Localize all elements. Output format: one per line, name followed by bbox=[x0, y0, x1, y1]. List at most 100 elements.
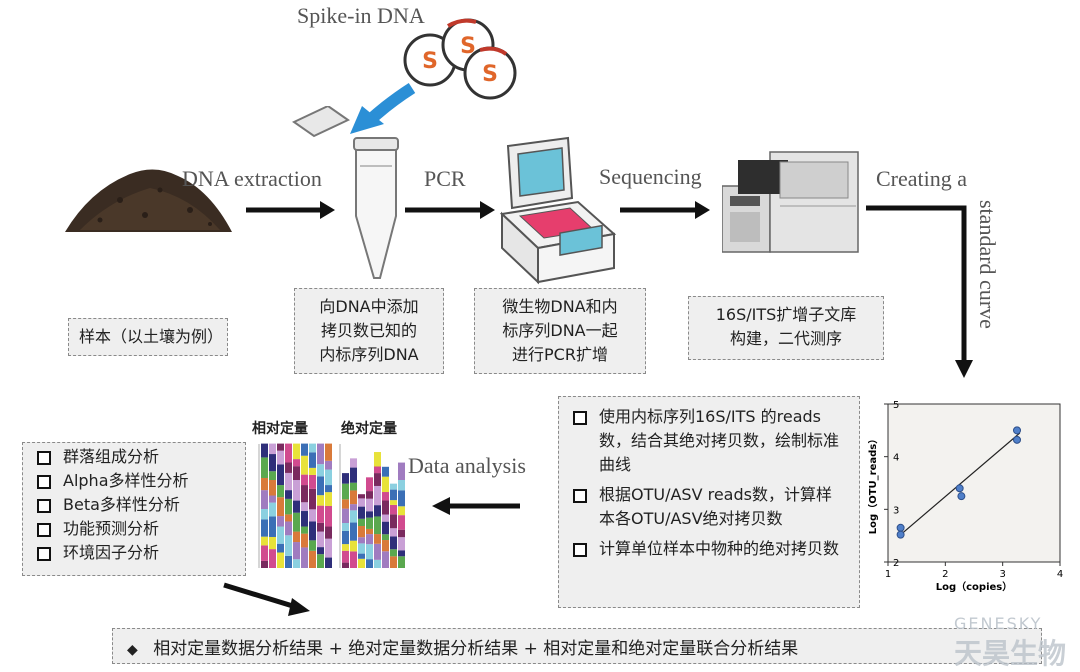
sequencer-icon bbox=[722, 151, 859, 253]
thumbnail-bar-segment bbox=[269, 502, 276, 517]
thumbnail-bar-segment bbox=[398, 556, 405, 568]
thumbnail-bar-segment bbox=[325, 557, 332, 568]
thumbnail-bar-segment bbox=[269, 536, 276, 550]
pcr-line-1: 微生物DNA和内 bbox=[502, 297, 618, 316]
relative-quant-title: 相对定量 bbox=[252, 421, 308, 437]
thumbnail-bar-segment bbox=[342, 499, 349, 509]
thumbnail-bar-segment bbox=[382, 476, 389, 493]
thumbnail-bar-segment bbox=[301, 547, 308, 568]
thumbnail-bar-segment bbox=[293, 443, 300, 460]
thumbnail-bar-segment bbox=[277, 464, 284, 486]
thumbnail-bar-segment bbox=[261, 536, 268, 546]
pcr-box: 微生物DNA和内 标序列DNA一起 进行PCR扩增 bbox=[474, 288, 646, 374]
x-tick-label: 4 bbox=[1057, 569, 1063, 580]
thumbnail-bar-segment bbox=[366, 491, 373, 499]
analysis-item: 功能预测分析 bbox=[33, 517, 235, 541]
thumbnail-bar-segment bbox=[261, 443, 268, 458]
sample-text: 样本（以土壤为例） bbox=[79, 327, 224, 346]
thumbnail-bar-segment bbox=[301, 502, 308, 512]
curve-step-2: 根据OTU/ASV reads数，计算样本各OTU/ASV绝对拷贝数 bbox=[569, 483, 845, 531]
thumbnail-bar-segment bbox=[358, 518, 365, 526]
svg-text:S: S bbox=[460, 34, 476, 59]
thumbnail-bar-segment bbox=[261, 477, 268, 491]
thumbnail-bar-segment bbox=[277, 526, 284, 544]
thumbnail-bar-segment bbox=[277, 450, 284, 465]
thumbnail-bar-segment bbox=[358, 506, 365, 519]
spike-in-label: Spike-in DNA bbox=[297, 3, 425, 28]
thumbnail-bar-segment bbox=[342, 544, 349, 551]
spike-line-1: 向DNA中添加 bbox=[319, 297, 419, 316]
thumbnail-bar-segment bbox=[309, 540, 316, 551]
summary-text: 相对定量数据分析结果 + 绝对定量数据分析结果 + 相对定量和绝对定量联合分析结… bbox=[153, 639, 799, 659]
thumbnail-bar-segment bbox=[261, 457, 268, 478]
thumbnail-bar-segment bbox=[269, 480, 276, 496]
thumbnail-bar-segment bbox=[398, 529, 405, 538]
watermark-en: GENESKY bbox=[954, 614, 1043, 633]
thumbnail-bar-segment bbox=[293, 459, 300, 467]
thumbnail-bar-segment bbox=[350, 510, 357, 523]
thumbnail-bar-segment bbox=[269, 495, 276, 503]
svg-text:S: S bbox=[422, 49, 438, 74]
scatter-point bbox=[955, 484, 964, 493]
curve-step-1: 使用内标序列16S/ITS 的reads数，结合其绝对拷贝数，绘制标准曲线 bbox=[569, 405, 845, 477]
scatter-point bbox=[1013, 426, 1021, 435]
thumbnail-bar-segment bbox=[390, 556, 397, 568]
thumbnail-bar-segment bbox=[285, 498, 292, 515]
thumbnail-bar-segment bbox=[342, 508, 349, 523]
thumbnail-bar-segment bbox=[309, 474, 316, 489]
thumbnail-bar-segment bbox=[277, 443, 284, 451]
sample-box: 样本（以土壤为例） bbox=[68, 318, 228, 356]
thumbnail-bar-segment bbox=[398, 480, 405, 491]
scatter-point bbox=[896, 530, 905, 539]
thumbnail-bar-segment bbox=[374, 543, 381, 560]
thumbnail-bar-segment bbox=[382, 551, 389, 568]
absolute-abundance-bars bbox=[342, 452, 405, 568]
thumbnail-bar-segment bbox=[366, 528, 373, 535]
library-box: 16S/ITS扩增子文库 构建，二代测序 bbox=[688, 296, 884, 360]
thumbnail-bar-segment bbox=[309, 467, 316, 475]
thumbnail-bar-segment bbox=[374, 534, 381, 544]
thumbnail-bar-segment bbox=[285, 555, 292, 568]
scatter-point bbox=[957, 492, 966, 501]
thumbnail-bar-segment bbox=[374, 473, 381, 486]
thumbnail-bar-segment bbox=[261, 545, 268, 561]
thumbnail-bar-segment bbox=[261, 560, 268, 568]
thumbnail-bar-segment bbox=[301, 511, 308, 527]
thumbnail-bar-segment bbox=[309, 452, 316, 468]
thumbnail-bar-segment bbox=[317, 476, 324, 496]
thumbnail-bar-segment bbox=[342, 483, 349, 500]
thumbnail-bar-segment bbox=[293, 466, 300, 481]
thumbnail-bar-segment bbox=[293, 480, 300, 501]
thumbnail-bar-segment bbox=[301, 474, 308, 486]
thumbnail-bar-segment bbox=[390, 500, 397, 505]
thumbnail-bar-segment bbox=[358, 558, 365, 568]
thumbnail-bar-segment bbox=[350, 522, 357, 541]
thumbnail-bar-segment bbox=[301, 533, 308, 548]
thumbnail-bar-segment bbox=[325, 485, 332, 493]
thumbnail-bar-segment bbox=[390, 483, 397, 490]
y-tick-label: 3 bbox=[893, 505, 899, 516]
abundance-thumbnails bbox=[256, 440, 408, 572]
thumbnail-bar-segment bbox=[342, 523, 349, 531]
thumbnail-bar-segment bbox=[382, 492, 389, 501]
thumbnail-bar-segment bbox=[309, 521, 316, 541]
thumbnail-bar-segment bbox=[277, 485, 284, 498]
thumbnail-bar-segment bbox=[350, 540, 357, 552]
thumbnail-bar-segment bbox=[317, 505, 324, 523]
thumbnail-bar-segment bbox=[261, 519, 268, 537]
scatter-point bbox=[896, 523, 905, 532]
spike-dna-circles: S S S bbox=[403, 18, 517, 100]
thumbnail-bar-segment bbox=[269, 443, 276, 455]
thumbnail-bar-segment bbox=[382, 514, 389, 522]
thumbnail-bar-segment bbox=[342, 550, 349, 563]
analysis-list: 群落组成分析 Alpha多样性分析 Beta多样性分析 功能预测分析 环境因子分… bbox=[33, 445, 235, 565]
absolute-quant-title: 绝对定量 bbox=[341, 421, 397, 437]
thumbnail-bar-segment bbox=[309, 550, 316, 568]
thumbnail-bar-segment bbox=[317, 531, 324, 548]
thumbnail-bar-segment bbox=[277, 497, 284, 517]
thumbnail-bar-segment bbox=[269, 549, 276, 568]
thumbnail-bar-segment bbox=[382, 466, 389, 477]
thumbnail-bar-segment bbox=[293, 512, 300, 532]
